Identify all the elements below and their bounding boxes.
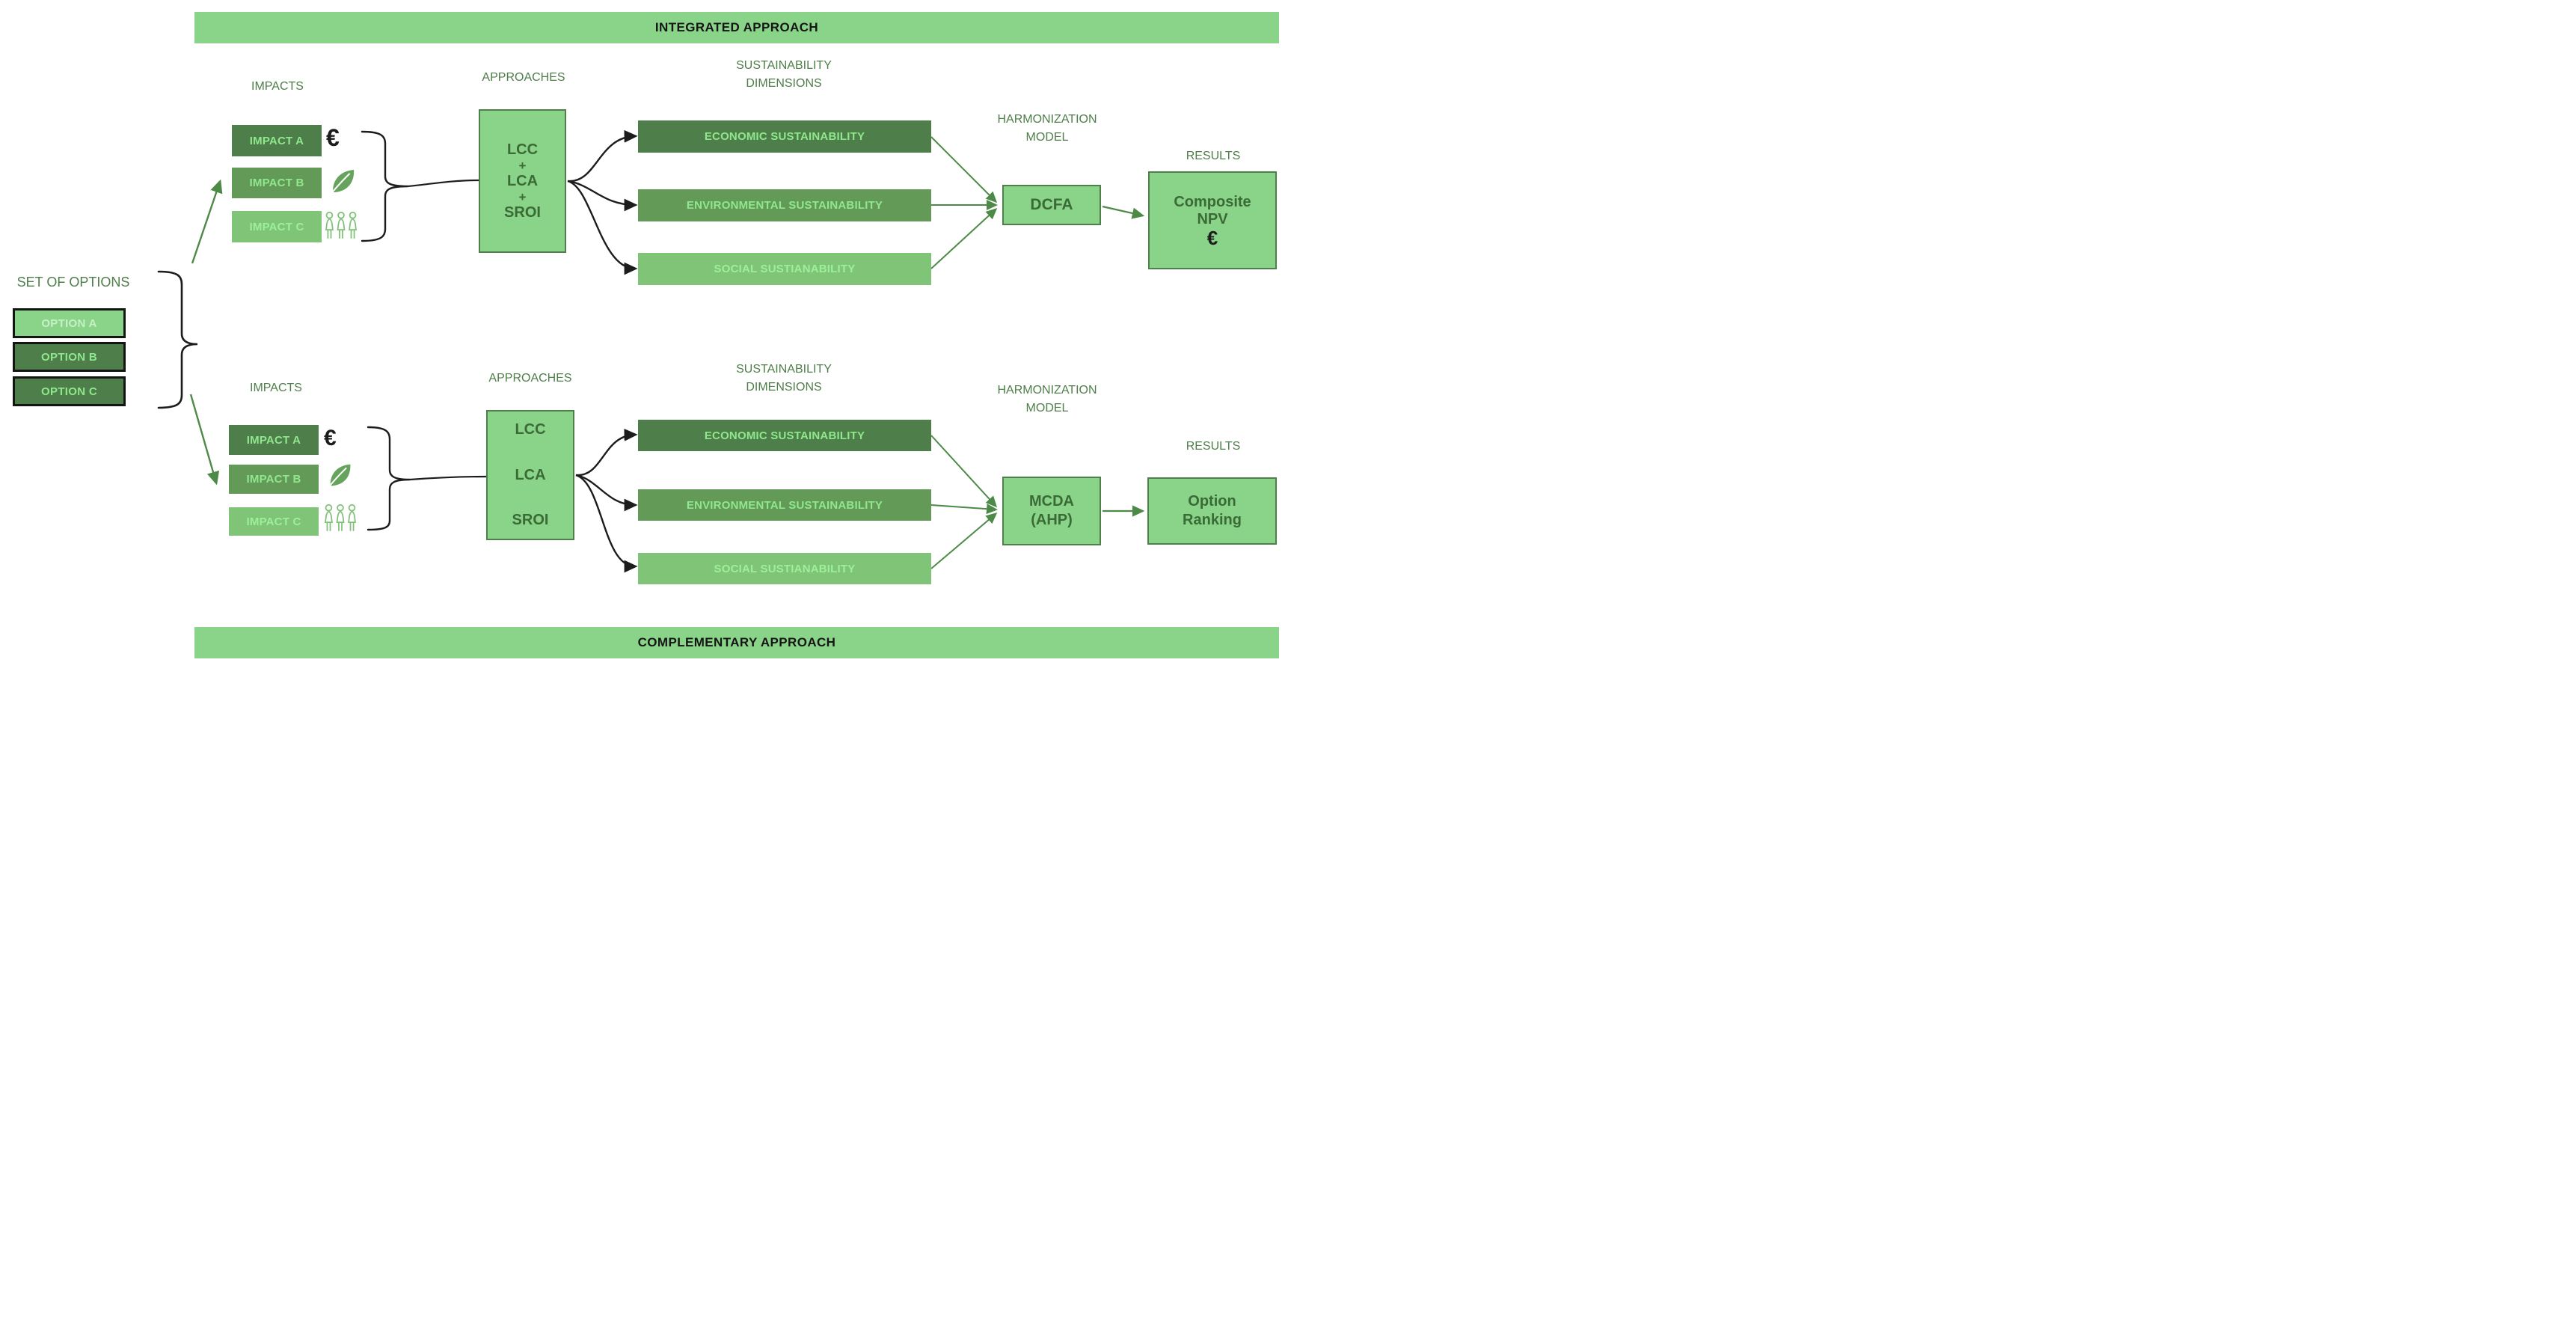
dcfa-box: DCFA — [1002, 185, 1101, 225]
arrow-options-to-impacts-bottom — [189, 394, 220, 486]
harmonization-label-top: HARMONIZATION MODEL — [972, 111, 1122, 147]
arrow-approach-social-top — [567, 180, 638, 275]
person-figure — [336, 504, 345, 531]
model-line: (AHP) — [1031, 512, 1073, 528]
dimensions-label-line1: SUSTAINABILITY — [736, 59, 832, 72]
dimensions-label-bottom: SUSTAINABILITY DIMENSIONS — [709, 361, 859, 397]
economic-sustainability-box-top: ECONOMIC SUSTAINABILITY — [638, 120, 931, 153]
approach-line: LCA — [515, 466, 546, 483]
harmonization-label-line2: MODEL — [1025, 402, 1069, 414]
banner-integrated-approach: INTEGRATED APPROACH — [194, 12, 1279, 43]
impact-b-box-bottom: IMPACT B — [229, 465, 319, 494]
arrow-approach-social-bottom — [575, 474, 638, 573]
approach-line: LCC — [506, 141, 539, 158]
result-line: NPV — [1197, 210, 1228, 227]
approach-line: SROI — [512, 512, 549, 528]
results-label-bottom: RESULTS — [1186, 440, 1241, 453]
euro-icon: € — [1206, 226, 1218, 249]
result-line: Ranking — [1183, 512, 1242, 528]
approaches-box-top: LCC + LCA + SROI — [479, 109, 566, 253]
impact-b-box-top: IMPACT B — [232, 168, 322, 198]
dimensions-label-line1: SUSTAINABILITY — [736, 363, 832, 376]
impacts-brace-bottom — [367, 426, 411, 531]
euro-icon: € — [326, 124, 340, 151]
harmonization-label-line2: MODEL — [1025, 131, 1069, 144]
result-line: Option — [1188, 493, 1236, 510]
approach-line: SROI — [504, 204, 541, 221]
composite-npv-box: Composite NPV € — [1148, 171, 1277, 269]
harmonization-label-line1: HARMONIZATION — [997, 113, 1097, 126]
approaches-label-top: APPROACHES — [482, 71, 565, 84]
people-icon — [325, 504, 356, 531]
euro-icon: € — [324, 426, 337, 450]
social-sustainability-box-top: SOCIAL SUSTIANABILITY — [638, 253, 931, 285]
person-figure — [348, 504, 356, 531]
dimensions-label-top: SUSTAINABILITY DIMENSIONS — [709, 57, 859, 93]
option-ranking-box: Option Ranking — [1147, 477, 1277, 545]
results-label-top: RESULTS — [1186, 150, 1241, 162]
approach-plus: + — [518, 189, 527, 204]
diagram-canvas: INTEGRATED APPROACH COMPLEMENTARY APPROA… — [0, 0, 1288, 667]
approach-line: LCC — [515, 421, 546, 438]
line-economic-mcda — [930, 435, 998, 508]
line-social-dcfa — [930, 207, 998, 269]
set-of-options-title: SET OF OPTIONS — [16, 275, 130, 290]
impact-a-box-bottom: IMPACT A — [229, 425, 319, 455]
arrow-approach-economic-top — [567, 129, 638, 183]
impacts-label-bottom: IMPACTS — [250, 382, 302, 394]
impacts-brace-top — [361, 130, 408, 242]
arrow-dcfa-results — [1102, 205, 1145, 219]
approaches-box-bottom: LCC LCA SROI — [486, 410, 574, 540]
impact-c-box-top: IMPACT C — [232, 211, 322, 242]
harmonization-label-line1: HARMONIZATION — [997, 384, 1097, 397]
banner-complementary-approach: COMPLEMENTARY APPROACH — [194, 627, 1279, 658]
approach-line: LCA — [506, 172, 539, 189]
arrow-approach-environmental-bottom — [575, 474, 638, 512]
mcda-box: MCDA (AHP) — [1002, 477, 1101, 545]
option-c-box: OPTION C — [13, 376, 126, 406]
impact-a-box-top: IMPACT A — [232, 125, 322, 156]
leaf-vein — [329, 173, 351, 196]
line-social-mcda — [930, 513, 998, 569]
approach-plus: + — [518, 158, 527, 173]
option-a-box: OPTION A — [13, 308, 126, 338]
arrow-approach-economic-bottom — [575, 428, 638, 477]
person-figure — [325, 211, 334, 239]
economic-sustainability-box-bottom: ECONOMIC SUSTAINABILITY — [638, 420, 931, 451]
model-line: MCDA — [1029, 493, 1074, 510]
person-figure — [349, 211, 357, 239]
leaf-icon — [329, 169, 355, 196]
brace-to-approaches-bottom — [409, 475, 487, 481]
dimensions-label-line2: DIMENSIONS — [746, 381, 822, 394]
social-sustainability-box-bottom: SOCIAL SUSTIANABILITY — [638, 553, 931, 584]
impact-c-box-bottom: IMPACT C — [229, 507, 319, 536]
leaf-vein — [327, 467, 347, 489]
arrow-approach-environmental-top — [567, 180, 638, 212]
options-brace — [157, 270, 198, 409]
line-environmental-mcda — [930, 504, 998, 515]
option-b-box: OPTION B — [13, 342, 126, 372]
leaf-icon — [327, 464, 351, 489]
environmental-sustainability-box-bottom: ENVIRONMENTAL SUSTAINABILITY — [638, 489, 931, 521]
result-line: Composite — [1174, 193, 1251, 210]
people-icon — [325, 211, 357, 239]
harmonization-label-bottom: HARMONIZATION MODEL — [972, 382, 1122, 417]
dimensions-label-line2: DIMENSIONS — [746, 77, 822, 90]
brace-to-approaches-top — [407, 179, 479, 188]
person-figure — [337, 211, 346, 239]
impacts-label-top: IMPACTS — [251, 80, 304, 93]
environmental-sustainability-box-top: ENVIRONMENTAL SUSTAINABILITY — [638, 189, 931, 221]
approaches-label-bottom: APPROACHES — [488, 372, 572, 385]
person-figure — [325, 504, 333, 531]
arrow-options-to-impacts-top — [191, 179, 223, 264]
